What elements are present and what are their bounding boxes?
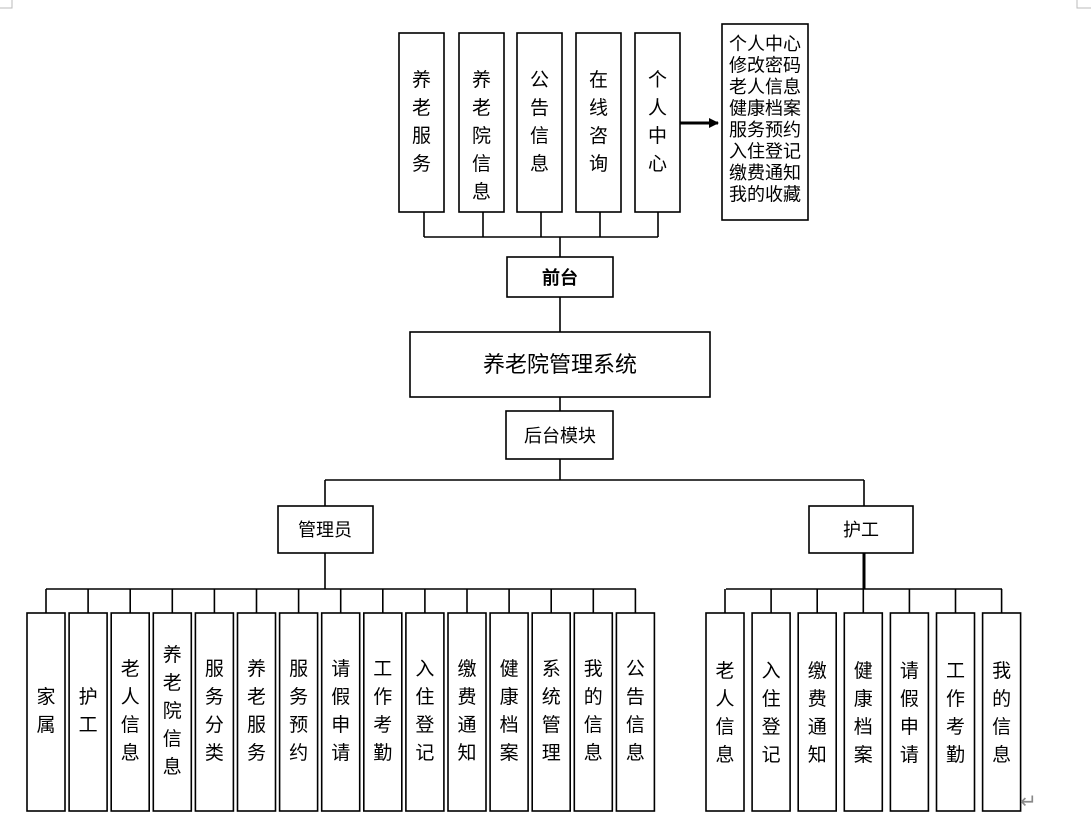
page-corner-mark-left [0,0,13,9]
worker-node: 护工 [808,505,914,554]
front-module-1: 养老服务 [398,32,445,213]
admin-module-9-label: 工作考勤 [373,658,392,764]
worker-module-3-label: 缴费通知 [808,660,827,766]
worker-module-2: 入住登记 [751,589,791,812]
admin-module-13-label: 系统管理 [542,658,561,764]
worker-module-1-label: 老人信息 [715,660,734,766]
worker-module-1: 老人信息 [705,589,745,812]
worker-module-6: 工作考勤 [935,589,976,812]
return-mark: ↵ [1020,789,1037,813]
admin-module-12: 健康档案 [489,589,529,812]
front-module-4: 在线咨询 [575,32,622,213]
personal-center-items: 个人中心修改密码老人信息健康档案服务预约入住登记缴费通知我的收藏 [729,34,801,206]
admin-module-8-label: 请假申请 [331,658,350,764]
worker-node-label: 护工 [843,520,879,541]
worker-module-7-label: 我的信息 [992,660,1011,766]
admin-module-6: 养老服务 [236,589,277,812]
admin-node: 管理员 [277,505,374,554]
worker-module-3: 缴费通知 [797,589,838,812]
admin-module-11-label: 缴费通知 [457,658,476,764]
front-module-2: 养老院信息 [458,32,505,213]
admin-module-9: 工作考勤 [362,589,403,812]
front-node: 前台 [506,256,614,298]
admin-module-14-label: 我的信息 [584,658,603,764]
admin-module-11: 缴费通知 [447,589,487,812]
admin-module-1: 家属 [26,589,66,812]
front-module-2-label: 养老院信息 [472,69,491,203]
front-module-5-label: 个人中心 [648,69,667,175]
worker-module-7: 我的信息 [981,589,1022,812]
admin-module-4-label: 养老院信息 [163,644,182,778]
front-module-3: 公告信息 [516,32,563,213]
admin-module-10-label: 入住登记 [415,658,434,764]
backend-node: 后台模块 [505,410,614,460]
system-title: 养老院管理系统 [483,353,637,378]
admin-module-13: 系统管理 [531,589,572,812]
system-title-box: 养老院管理系统 [409,331,711,398]
worker-module-2-label: 入住登记 [762,660,781,766]
front-module-1-label: 养老服务 [412,69,431,175]
admin-module-8: 请假申请 [320,589,361,812]
admin-node-label: 管理员 [298,520,352,541]
front-modules: 养老服务 养老院信息 公告信息 在线咨询 个人中心 [398,32,681,213]
admin-module-6-label: 养老服务 [247,658,266,764]
front-module-5: 个人中心 [634,32,681,213]
admin-module-2-label: 护工 [79,686,98,736]
admin-module-5: 服务分类 [194,589,235,812]
admin-module-14: 我的信息 [573,589,614,812]
worker-module-6-label: 工作考勤 [946,660,965,766]
admin-module-12-label: 健康档案 [500,658,519,764]
backend-node-label: 后台模块 [524,426,596,447]
front-module-3-label: 公告信息 [530,69,549,175]
admin-module-2: 护工 [68,589,108,812]
worker-module-4: 健康档案 [843,589,884,812]
worker-module-5: 请假申请 [889,589,930,812]
admin-module-15: 公告信息 [615,589,656,812]
admin-module-3-label: 老人信息 [121,658,140,764]
admin-module-15-label: 公告信息 [626,658,645,764]
worker-modules: 老人信息 入住登记 缴费通知 健康档案 请假申请 工作考勤 我的信息 [705,589,1022,812]
admin-module-10: 入住登记 [405,589,445,812]
personal-center-list: 个人中心修改密码老人信息健康档案服务预约入住登记缴费通知我的收藏 [721,23,809,221]
admin-module-5-label: 服务分类 [205,658,224,764]
admin-module-7: 服务预约 [278,589,319,812]
admin-module-7-label: 服务预约 [289,658,308,764]
admin-module-3: 老人信息 [110,589,150,812]
page-corner-mark-right [1076,0,1091,9]
admin-module-1-label: 家属 [36,686,55,736]
front-module-4-label: 在线咨询 [589,69,608,175]
worker-module-4-label: 健康档案 [854,660,873,766]
worker-module-5-label: 请假申请 [900,660,919,766]
admin-module-4: 养老院信息 [152,589,193,812]
front-node-label: 前台 [542,267,578,289]
